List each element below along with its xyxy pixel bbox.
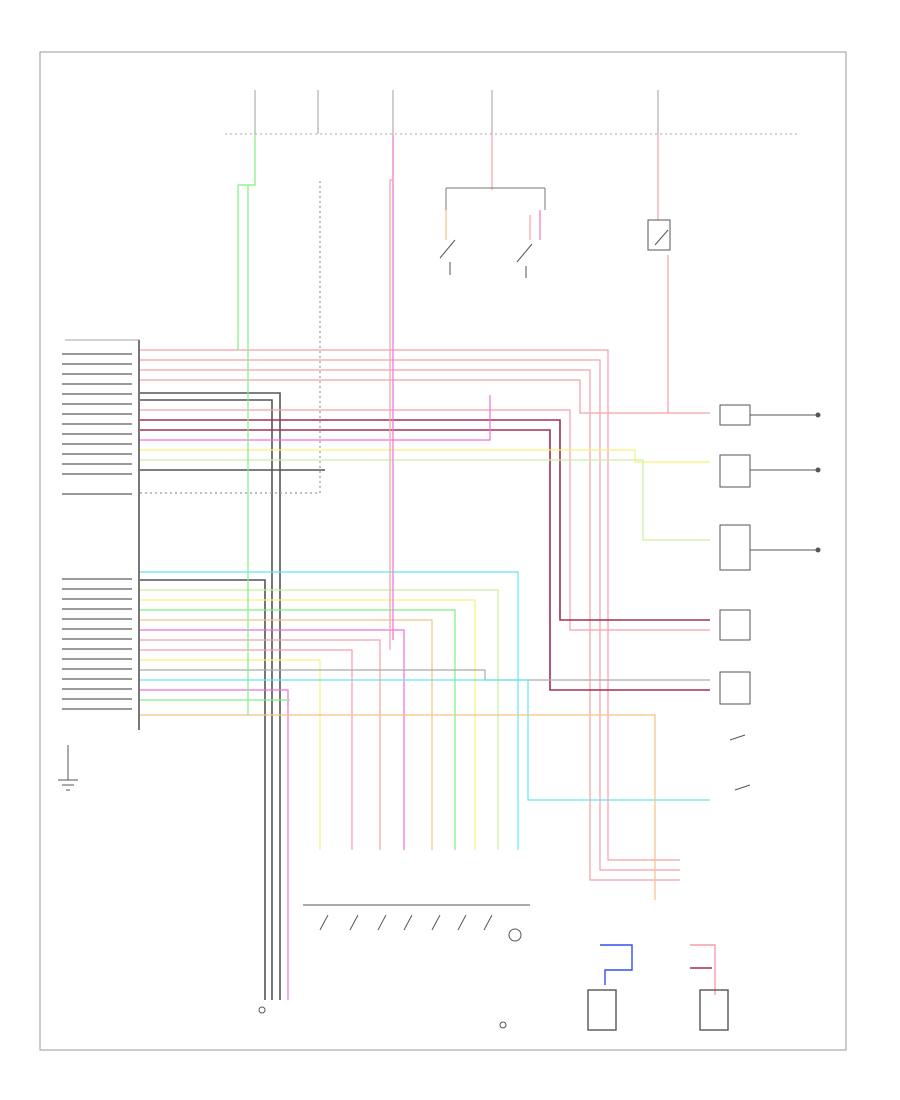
switch-symbols — [439, 219, 751, 791]
ground-symbol — [58, 745, 78, 791]
feed-wires — [237, 134, 669, 715]
lower-harness-wires — [140, 571, 710, 1000]
top-switch-junction — [445, 187, 546, 210]
fuse-group — [254, 90, 659, 134]
bottom-connectors — [258, 1006, 507, 1029]
module-pin-labels — [62, 353, 132, 710]
top-switch-wires — [445, 210, 541, 240]
diagram-border — [39, 51, 847, 1051]
upper-harness-wires — [140, 180, 710, 1000]
control-module-box — [138, 340, 140, 730]
switch-pack — [303, 904, 530, 942]
bottom-right-components — [587, 944, 729, 1031]
right-component-leads — [750, 412, 821, 553]
